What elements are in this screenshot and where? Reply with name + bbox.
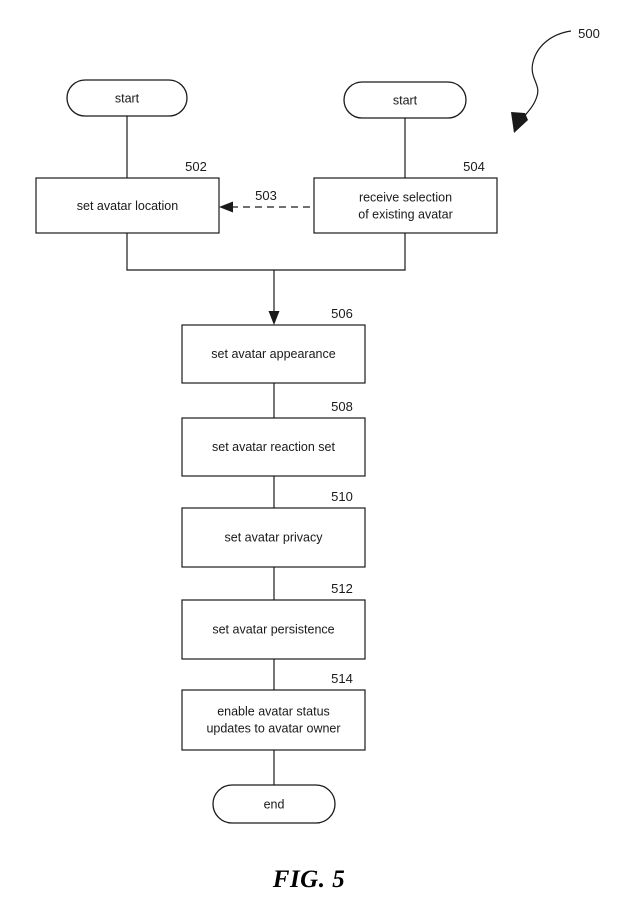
node-512-line-1: set avatar persistence bbox=[212, 622, 334, 636]
ref-numeral-504: 504 bbox=[463, 159, 485, 174]
node-508-line-1: set avatar reaction set bbox=[212, 440, 336, 454]
terminal-start-right: start bbox=[343, 81, 467, 119]
node-502-shape bbox=[35, 177, 220, 234]
merge-junction bbox=[126, 233, 406, 325]
callout-arrowhead bbox=[511, 112, 528, 133]
start-right-label: start bbox=[393, 93, 418, 107]
start-left-label: start bbox=[115, 91, 140, 105]
ref-numeral-500: 500 bbox=[578, 26, 600, 41]
node-502-line-1: set avatar location bbox=[77, 199, 178, 213]
node-508-shape bbox=[181, 417, 366, 477]
process-node-510: set avatar privacy 510 bbox=[181, 489, 366, 568]
node-506-line-1: set avatar appearance bbox=[211, 347, 335, 361]
process-node-512: set avatar persistence 512 bbox=[181, 581, 366, 660]
ref-numeral-506: 506 bbox=[331, 306, 353, 321]
ref-numeral-514: 514 bbox=[331, 671, 353, 686]
connector-504-to-502-dashed: 503 bbox=[219, 188, 310, 213]
ref-numeral-510: 510 bbox=[331, 489, 353, 504]
process-node-508: set avatar reaction set 508 bbox=[181, 399, 366, 477]
terminal-end: end bbox=[212, 784, 336, 824]
figure-caption: FIG. 5 bbox=[272, 866, 346, 893]
node-514-line-1: enable avatar status bbox=[217, 704, 330, 718]
process-node-514: enable avatar status updates to avatar o… bbox=[181, 671, 366, 751]
process-node-506: set avatar appearance 506 bbox=[181, 306, 366, 384]
dashed-arrowhead-503 bbox=[219, 201, 233, 213]
node-510-shape bbox=[181, 507, 366, 568]
terminal-start-left: start bbox=[66, 79, 188, 117]
node-514-shape bbox=[181, 689, 366, 751]
node-510-line-1: set avatar privacy bbox=[225, 530, 324, 544]
node-504-line-2: of existing avatar bbox=[358, 207, 453, 221]
ref-numeral-512: 512 bbox=[331, 581, 353, 596]
end-label: end bbox=[264, 797, 285, 811]
node-504-line-1: receive selection bbox=[359, 190, 452, 204]
ref-numeral-508: 508 bbox=[331, 399, 353, 414]
ref-numeral-503: 503 bbox=[255, 188, 277, 203]
ref-numeral-502: 502 bbox=[185, 159, 207, 174]
process-node-502: set avatar location 502 bbox=[35, 159, 220, 234]
node-514-line-2: updates to avatar owner bbox=[206, 721, 340, 735]
callout-curve bbox=[515, 30, 572, 129]
node-512-shape bbox=[181, 599, 366, 660]
process-node-504: receive selection of existing avatar 504 bbox=[313, 159, 498, 234]
node-506-shape bbox=[181, 324, 366, 384]
node-504-shape bbox=[313, 177, 498, 234]
merge-to-506-arrowhead bbox=[268, 311, 280, 325]
end-shape bbox=[212, 784, 336, 824]
figure-reference-callout: 500 bbox=[511, 26, 600, 133]
